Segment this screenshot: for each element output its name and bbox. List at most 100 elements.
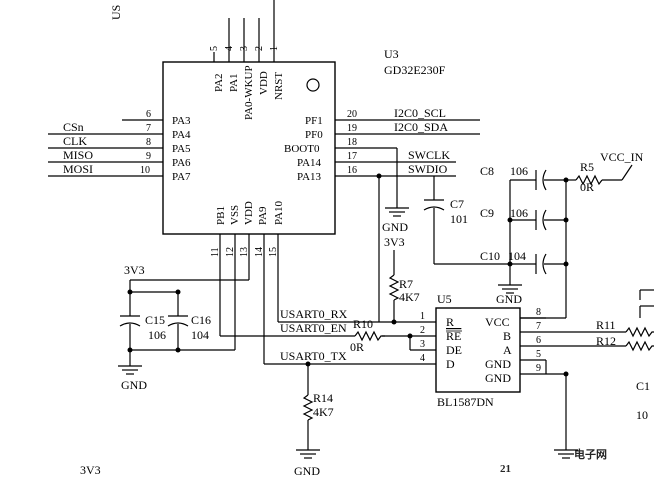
u5-pin-name: R [446, 315, 454, 329]
u5-pin-name: B [503, 329, 511, 343]
net-usart-tx: USART0_TX [280, 349, 347, 363]
u3-pin-name: VDD [258, 71, 270, 95]
u3-pin-name: VSS [229, 205, 241, 225]
net-swdio: SWDIO [408, 162, 448, 176]
u3-pin-num: 20 [347, 109, 357, 120]
u5-pin-num: 5 [536, 349, 541, 360]
net-3v3: 3V3 [124, 263, 145, 277]
u3-part: GD32E230F [384, 63, 446, 77]
u3-pin-num: 11 [210, 247, 221, 257]
u3-pin-num: 3 [239, 46, 250, 51]
r7-body [388, 274, 400, 301]
u5-pin-name: GND [485, 371, 511, 385]
boot0-gnd: GND 3V3 [382, 148, 409, 249]
u3-pin-name: VDD [243, 201, 255, 225]
net-swclk: SWCLK [408, 148, 450, 162]
c16-value: 104 [191, 328, 209, 342]
u5-pin-num: 3 [420, 339, 425, 350]
u5-body [435, 307, 521, 393]
gnd-label: GND [294, 464, 320, 478]
c16-ref: C16 [191, 313, 211, 327]
r11-ref: R11 [596, 318, 616, 332]
u3-ref: U3 [384, 47, 399, 61]
c8-ref: C8 [480, 164, 494, 178]
u3-pin-name: PA4 [172, 129, 191, 141]
u3-pin-name: PA5 [172, 143, 191, 155]
u3-pin-num: 15 [268, 247, 279, 257]
u3-pin-num: 2 [254, 46, 265, 51]
u3-pin-num: 5 [209, 46, 220, 51]
u3-pin-num: 10 [140, 165, 150, 176]
u3-pin-num: 6 [146, 109, 151, 120]
u3-pin-name: NRST [273, 72, 285, 100]
u3-pin-num: 7 [146, 123, 151, 134]
u3-bottom-wiring [127, 234, 410, 365]
net-3v3: 3V3 [384, 235, 405, 249]
u3-mcu: U3 GD32E230F US 5 4 3 2 1 PA2 PA1 PA0-WK… [48, 0, 480, 257]
gnd-label: GND [496, 292, 522, 306]
net-mosi: MOSI [63, 162, 93, 176]
watermark-small: 电子网 [574, 447, 607, 461]
u5-pin-name: RE [446, 329, 461, 343]
u5-pin-name: A [503, 343, 512, 357]
c15-plate-curved [119, 322, 141, 327]
net-i2c-scl: I2C0_SCL [394, 106, 446, 120]
pin1-marker-icon [306, 78, 320, 92]
u3-pin-name: PA9 [257, 206, 269, 225]
u3-pin-name: PA0-WKUP [243, 65, 255, 120]
u3-pin-num: 14 [254, 247, 265, 257]
c9-ref: C9 [480, 206, 494, 220]
c15-value: 106 [148, 328, 166, 342]
u3-pin-num: 13 [239, 247, 250, 257]
c16-plate-curved [167, 322, 189, 327]
net-i2c-sda: I2C0_SDA [394, 120, 448, 134]
r12-ref: R12 [596, 334, 616, 348]
net-3v3-bottom: 3V3 [80, 463, 101, 477]
u3-pin-name: BOOT0 [284, 143, 320, 155]
u3-pin-num: 8 [146, 137, 151, 148]
u5-part: BL1587DN [437, 395, 494, 409]
c7-value: 101 [450, 212, 468, 226]
u5-pin-name: GND [485, 357, 511, 371]
u3-pin-name: PA1 [228, 73, 240, 92]
u5-pin-num: 7 [536, 321, 541, 332]
u3-pin-name: PA6 [172, 157, 191, 169]
net-miso: MISO [63, 148, 93, 162]
u3-pin-num: 9 [146, 151, 151, 162]
r5-value: 0R [580, 180, 594, 194]
u3-pin-num: 12 [225, 247, 236, 257]
u3-pin-num: 19 [347, 123, 357, 134]
c15-ref: C15 [145, 313, 165, 327]
c10-value: 104 [508, 249, 526, 263]
u3-pin-num: 1 [269, 46, 280, 51]
r14-ref: R14 [313, 391, 333, 405]
r5-ref: R5 [580, 160, 594, 174]
c7-ref: C7 [450, 197, 464, 211]
u5-pin-name: DE [446, 343, 462, 357]
net-clk: CLK [63, 134, 87, 148]
u3-pin-name: PF0 [305, 129, 323, 141]
bus-resistors: R11 R12 C1 10 [596, 289, 654, 422]
c10-ref: C10 [480, 249, 500, 263]
u3-pin-num: 17 [347, 151, 357, 162]
net-usart-rx: USART0_RX [280, 307, 348, 321]
u5-transceiver: U5 BL1587DN 1 2 3 4 R RE DE D 8 7 6 5 9 … [382, 292, 654, 459]
u5-pin-name: D [446, 357, 455, 371]
c1x-value: 10 [636, 408, 648, 422]
gnd-label: GND [121, 378, 147, 392]
c1x-ref: C1 [636, 379, 650, 393]
u3-pin-name: PA7 [172, 171, 191, 183]
u3-pin-name: PA14 [297, 157, 322, 169]
u3-pin-num: 16 [347, 165, 357, 176]
r14-pulldown: R14 4K7 GND [294, 361, 334, 478]
c8-value: 106 [510, 164, 528, 178]
net-csn: CSn [63, 120, 84, 134]
u5-pin-num: 6 [536, 335, 541, 346]
u5-pin-num: 4 [420, 353, 425, 364]
u3-pin-name: PB1 [215, 206, 227, 225]
r10-body [354, 330, 385, 342]
u3-pin-name: PA10 [273, 200, 285, 225]
u3-pin-num: 4 [224, 46, 235, 51]
net-vcc-in: VCC_IN [600, 150, 644, 164]
